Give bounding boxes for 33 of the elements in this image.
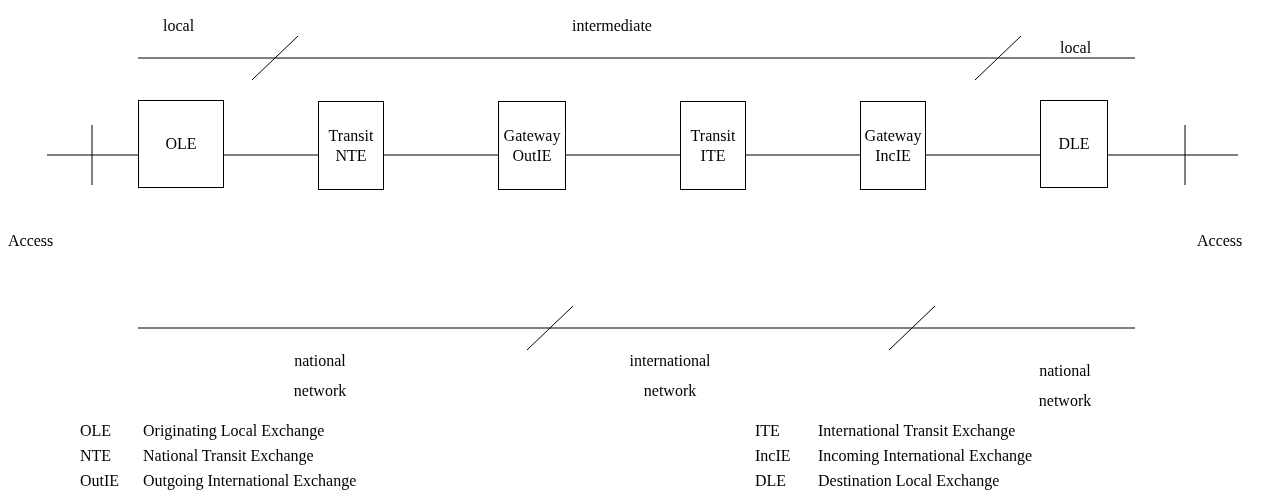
definition-label: Outgoing International Exchange [143, 471, 357, 491]
exchange-box: Gateway OutIE [498, 101, 566, 190]
exchange-box: Transit ITE [680, 101, 746, 190]
abbreviation-label: OLE [80, 421, 112, 441]
connector-line [745, 154, 861, 156]
connector-line [1107, 154, 1239, 156]
abbreviation-label: OutIE [80, 471, 120, 491]
abbreviation-label: ITE [755, 421, 780, 441]
connector-line [383, 154, 499, 156]
access-label: Access [1197, 231, 1243, 251]
exchange-box: OLE [138, 100, 224, 188]
exchange-box: Gateway IncIE [860, 101, 926, 190]
network-label: national network [292, 351, 348, 401]
network-label: international network [628, 351, 712, 401]
abbreviation-label: NTE [80, 446, 112, 466]
exchange-box: DLE [1040, 100, 1108, 188]
connector-line [565, 154, 681, 156]
connector-line [925, 154, 1041, 156]
abbreviation-label: IncIE [755, 446, 791, 466]
segment-label: intermediate [572, 16, 652, 36]
segment-label: local [1060, 38, 1092, 58]
definition-label: National Transit Exchange [143, 446, 314, 466]
definition-label: International Transit Exchange [818, 421, 1016, 441]
abbreviation-label: DLE [755, 471, 787, 491]
definition-label: Incoming International Exchange [818, 446, 1033, 466]
definition-label: Originating Local Exchange [143, 421, 325, 441]
network-label: national network [1037, 361, 1093, 411]
segment-label: local [163, 16, 195, 36]
connector-line [46, 154, 139, 156]
access-label: Access [8, 231, 54, 251]
exchange-box: Transit NTE [318, 101, 384, 190]
connector-line [223, 154, 319, 156]
definition-label: Destination Local Exchange [818, 471, 1000, 491]
